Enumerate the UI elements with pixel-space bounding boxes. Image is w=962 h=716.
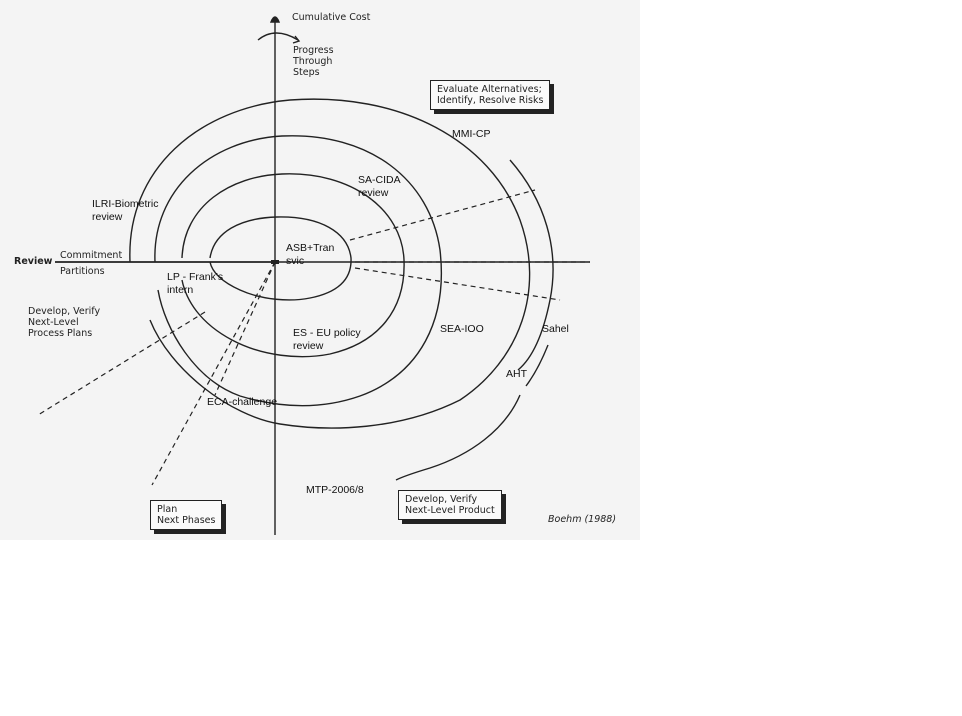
annotation-lp-frank: LP - Frank's intern: [167, 271, 224, 296]
annotation-sa-cida: SA-CIDA review: [358, 174, 401, 199]
spiral-arc-6: [395, 394, 521, 481]
cumulative-cost-label: Cumulative Cost: [292, 12, 371, 23]
annotation-mtp: MTP-2006/8: [306, 484, 364, 496]
annotation-mmi-cp: MMI-CP: [452, 128, 491, 140]
spiral-arc-2: [181, 173, 405, 358]
partitions-label: Partitions: [60, 266, 105, 277]
progress-arrow: [257, 32, 299, 41]
dashed-ray-bottom: [214, 261, 276, 396]
annotation-ilri-biometric: ILRI-Biometric review: [92, 198, 159, 223]
dashed-ray-lower-right: [354, 267, 561, 301]
spiral-arc-1: [209, 216, 352, 301]
annotation-eca-challenge: ECA-challenge: [207, 396, 278, 408]
develop-product-quadrant-box: Develop, Verify Next-Level Product: [398, 490, 502, 520]
annotation-es-eu-policy: ES - EU policy review: [293, 327, 361, 352]
progress-label: Progress Through Steps: [293, 45, 334, 78]
annotation-sahel: Sahel: [542, 323, 569, 335]
annotation-sea-ioo: SEA-IOO: [440, 323, 484, 335]
evaluate-quadrant-box: Evaluate Alternatives; Identify, Resolve…: [430, 80, 551, 110]
plan-quadrant-box: Plan Next Phases: [150, 500, 223, 530]
progress-arrowhead: [292, 35, 301, 44]
spiral-arc-5: [509, 159, 554, 371]
dashed-ray-down-left: [151, 261, 276, 486]
axis-top-marker: [269, 16, 281, 23]
develop-process-quadrant-label: Develop, Verify Next-Level Process Plans: [28, 306, 101, 339]
commitment-label: Commitment: [60, 250, 123, 261]
dashed-ray-lower-left: [37, 311, 206, 416]
annotation-aht: AHT: [506, 368, 527, 380]
credit-label: Boehm (1988): [548, 514, 617, 525]
dashed-ray-upper-right: [349, 189, 536, 241]
spiral-arc-3: [154, 135, 442, 407]
spiral-arc-4: [129, 98, 531, 429]
review-label: Review: [14, 256, 53, 267]
spiral-arc-7: [525, 344, 549, 387]
annotation-asb-transvic: ASB+Tran svic: [286, 242, 335, 267]
